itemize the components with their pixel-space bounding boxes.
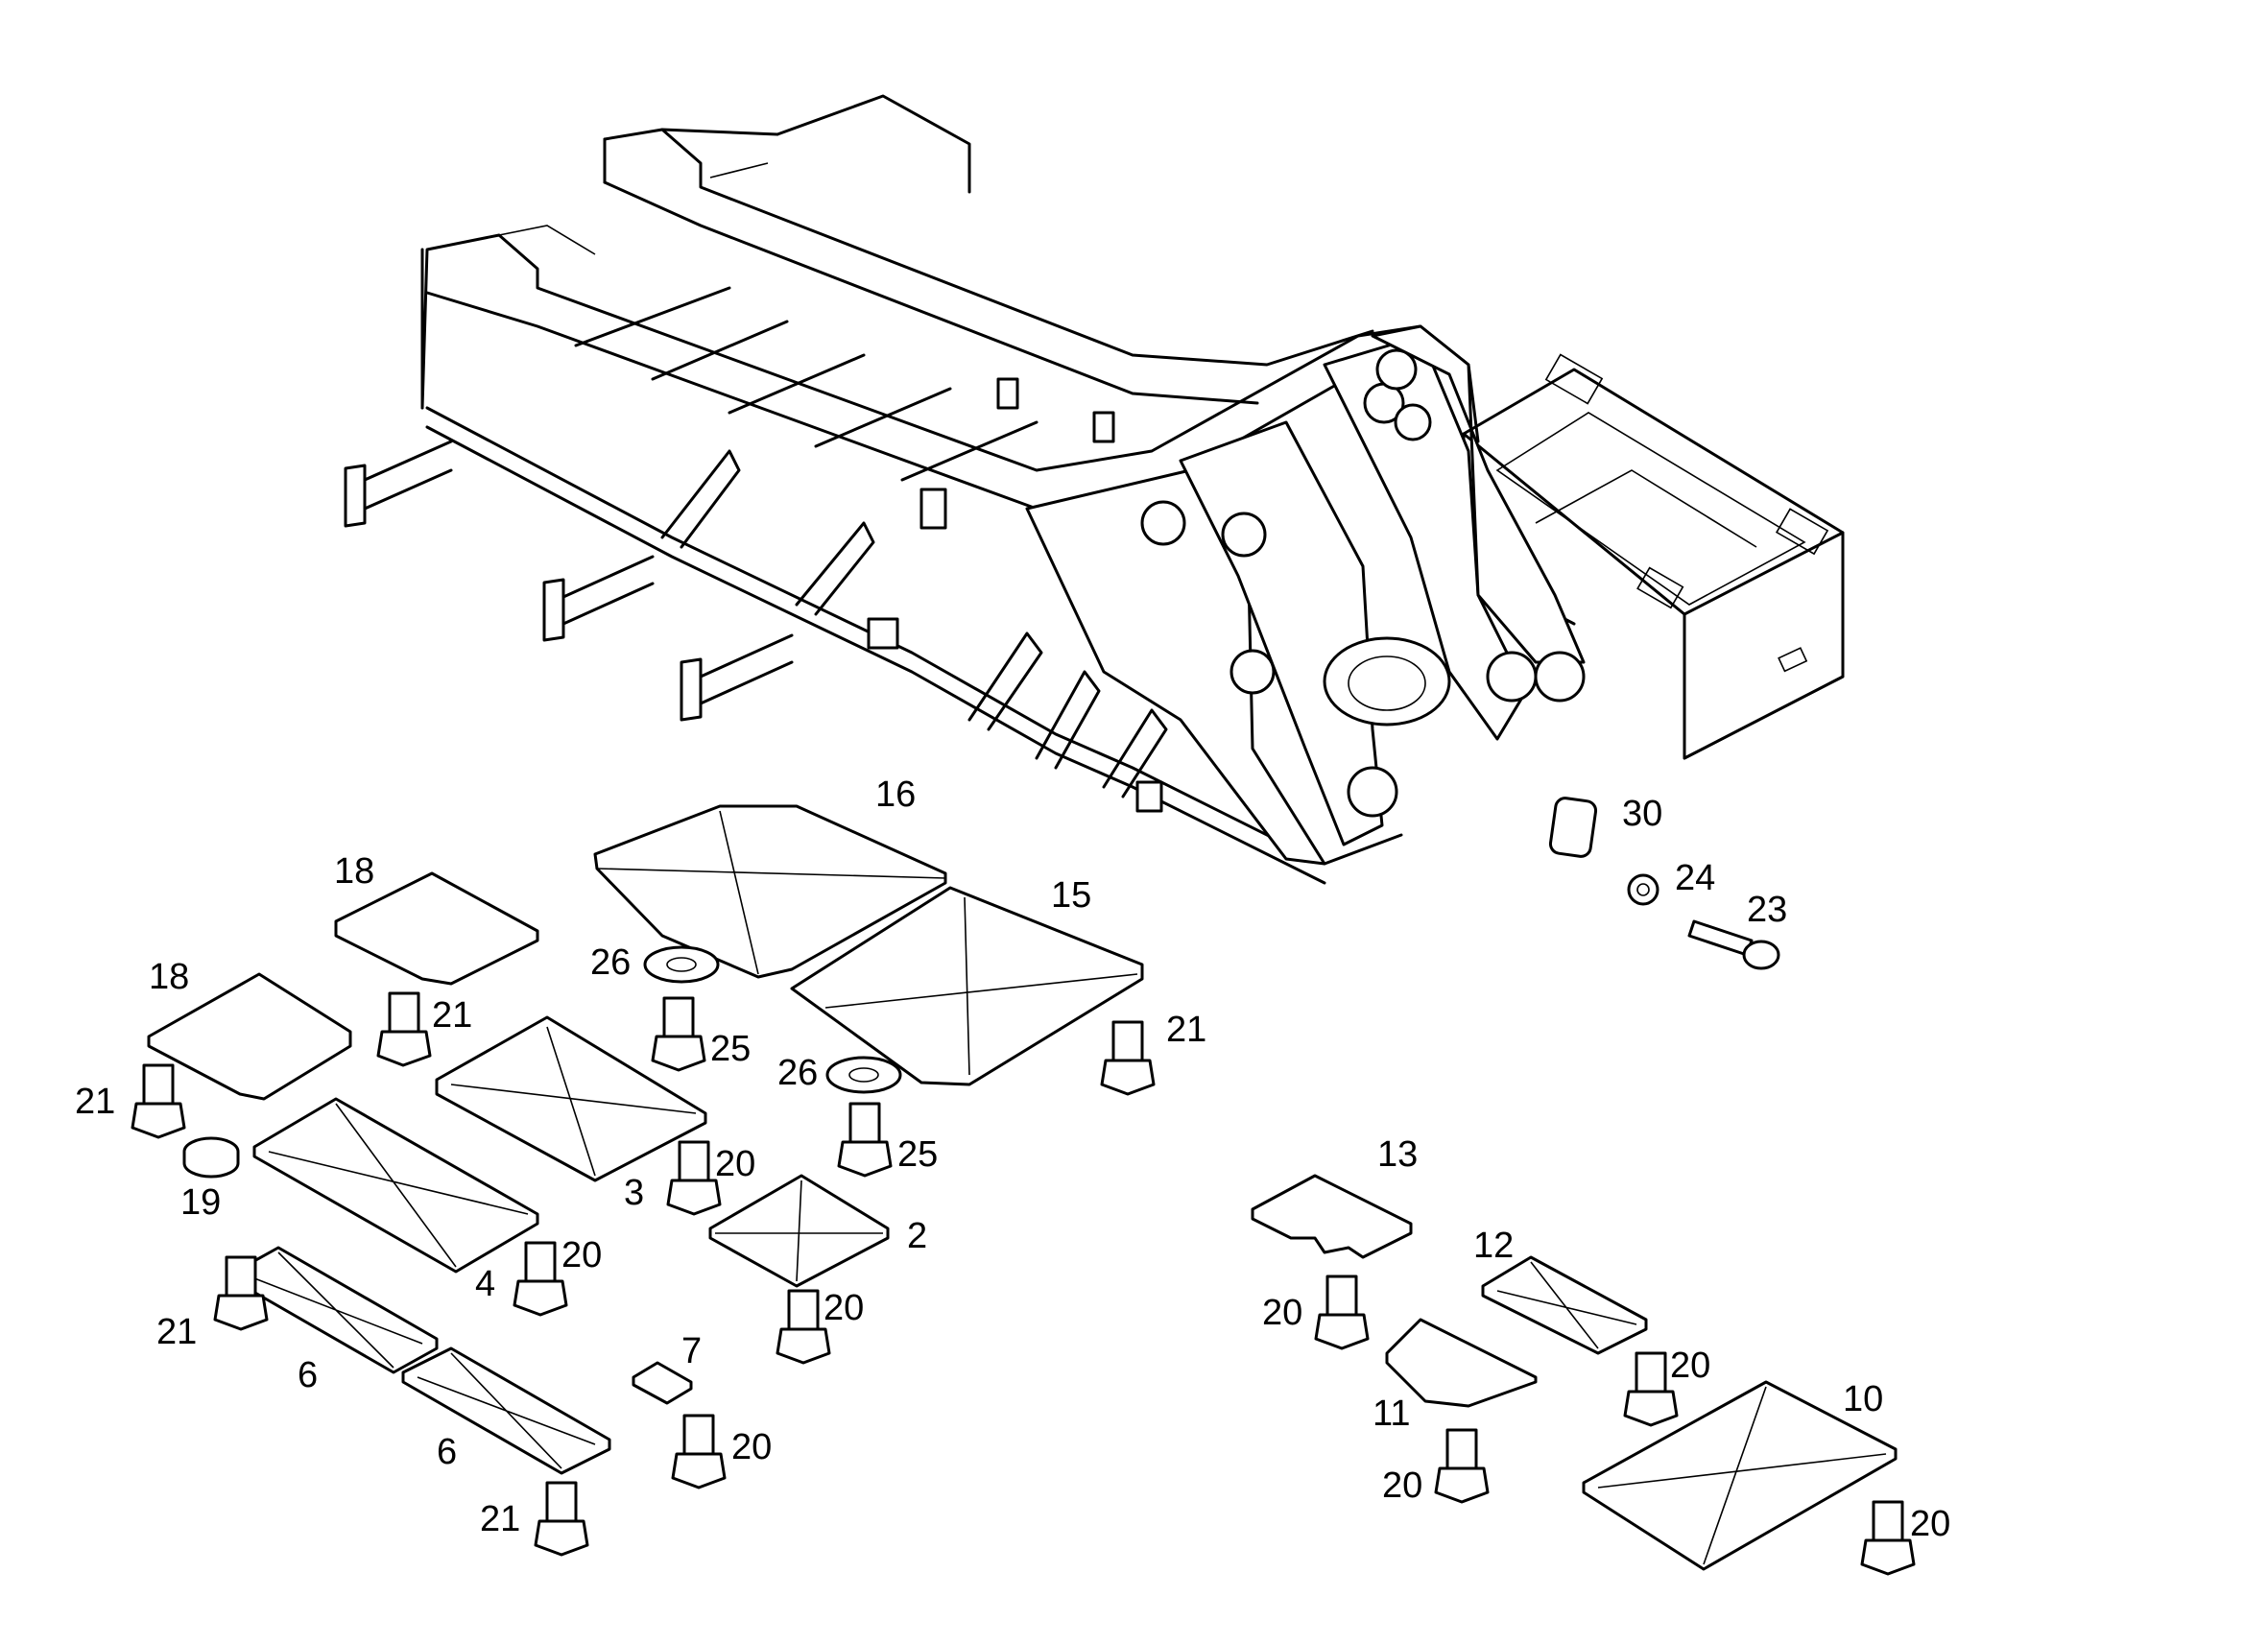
bolt-20-g [1434, 1428, 1490, 1504]
callout-20-a: 20 [715, 1144, 755, 1184]
callout-20-f: 20 [1670, 1346, 1710, 1386]
callout-20-e: 20 [1262, 1293, 1302, 1333]
bolt-25-a [651, 996, 706, 1072]
callout-10: 10 [1843, 1379, 1883, 1419]
callout-18-b: 18 [149, 957, 189, 997]
callout-16: 16 [875, 774, 916, 815]
washer-24 [1627, 873, 1659, 906]
callout-30: 30 [1622, 794, 1662, 834]
callout-24: 24 [1675, 858, 1715, 898]
callout-4: 4 [475, 1264, 495, 1304]
washer-26-b [825, 1056, 902, 1094]
bolt-20-f [1623, 1351, 1679, 1427]
bolt-20-c [776, 1289, 831, 1365]
bolt-20-e [1314, 1275, 1370, 1350]
callout-21-c: 21 [1166, 1010, 1206, 1050]
callout-18-a: 18 [334, 851, 374, 892]
callout-3: 3 [624, 1173, 644, 1213]
counterweight-box [1462, 353, 1845, 760]
callout-21-a: 21 [432, 995, 472, 1036]
bolt-20-d [671, 1414, 727, 1489]
callout-19: 19 [180, 1182, 221, 1223]
bolt-25-b [837, 1102, 893, 1178]
front-brackets [344, 440, 794, 722]
callout-21-d: 21 [156, 1312, 197, 1352]
callout-26-a: 26 [590, 942, 631, 983]
callout-2: 2 [907, 1216, 927, 1256]
bolt-20-a [666, 1140, 722, 1216]
callout-26-b: 26 [777, 1053, 818, 1093]
callout-21-b: 21 [75, 1082, 115, 1122]
bolt-21-d [213, 1255, 269, 1331]
callout-7: 7 [681, 1331, 702, 1371]
plug-19 [182, 1136, 240, 1179]
washer-26-a [643, 945, 720, 984]
bolt-21-c [1100, 1020, 1156, 1096]
callout-20-h: 20 [1910, 1504, 1950, 1544]
mount-plates [1025, 324, 1586, 866]
callout-labels: 2 3 4 6 6 7 10 11 12 13 15 16 18 18 19 2… [75, 774, 1950, 1544]
callout-6-b: 6 [437, 1432, 457, 1472]
bolt-21-b [131, 1063, 186, 1139]
main-frame [344, 94, 1845, 885]
bolt-20-h [1860, 1500, 1916, 1576]
callout-25-a: 25 [710, 1029, 751, 1069]
frame-rails [420, 94, 1480, 885]
callout-20-c: 20 [824, 1288, 864, 1328]
bolt-20-b [513, 1241, 568, 1317]
callout-25-b: 25 [897, 1134, 938, 1175]
callout-21-e: 21 [480, 1499, 520, 1539]
callout-20-b: 20 [561, 1235, 602, 1275]
callout-12: 12 [1473, 1226, 1514, 1266]
callout-20-g: 20 [1382, 1465, 1422, 1506]
cover-plates [147, 797, 1898, 1571]
callout-23: 23 [1747, 890, 1787, 930]
washers [182, 873, 1659, 1179]
bolts [131, 919, 1916, 1576]
bolt-21-e [534, 1481, 589, 1557]
bolt-21-a [376, 991, 432, 1067]
callout-15: 15 [1051, 875, 1091, 916]
callout-20-d: 20 [731, 1427, 772, 1467]
bolt-23 [1687, 919, 1780, 970]
callout-6-a: 6 [298, 1355, 318, 1395]
callout-13: 13 [1377, 1134, 1418, 1175]
callout-11: 11 [1373, 1394, 1410, 1434]
